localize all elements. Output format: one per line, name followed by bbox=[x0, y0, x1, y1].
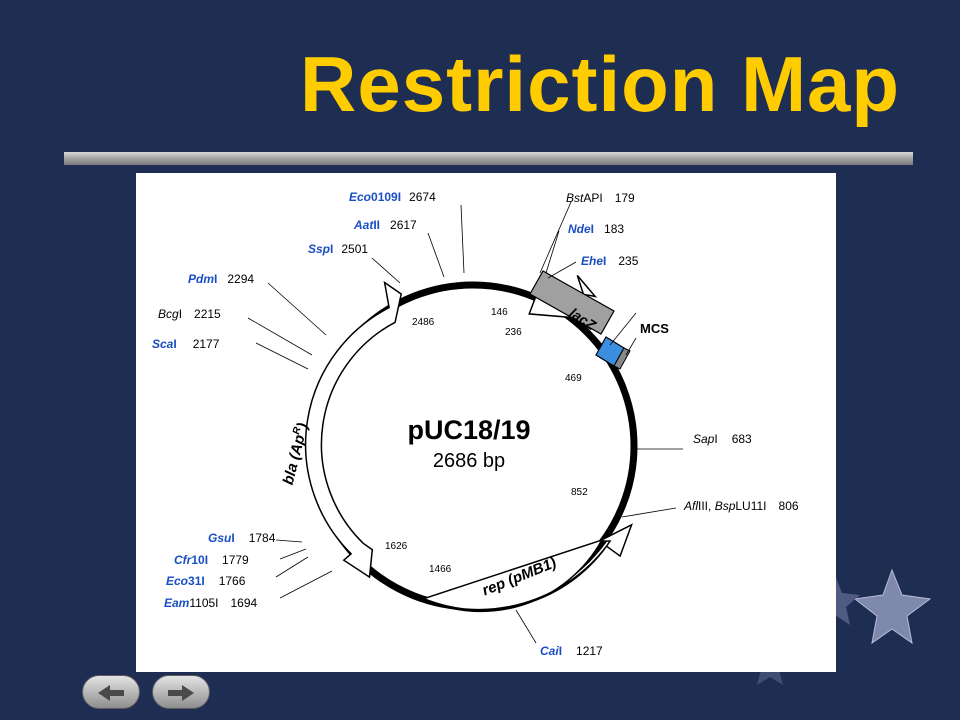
plasmid-map: bla (ApR) lacZ rep (pMB1) pUC18/19 2686 … bbox=[152, 190, 799, 658]
star-icon bbox=[853, 568, 932, 645]
coord-2486: 2486 bbox=[412, 317, 435, 328]
plasmid-name: pUC18/19 bbox=[407, 415, 530, 445]
coord-146: 146 bbox=[491, 307, 508, 318]
slide-title: Restriction Map bbox=[300, 40, 901, 128]
next-slide-button[interactable] bbox=[152, 675, 210, 709]
plasmid-size: 2686 bp bbox=[433, 450, 505, 472]
left-arrow-icon bbox=[98, 685, 124, 701]
lacz-region bbox=[529, 270, 615, 335]
restriction-map-panel: bla (ApR) lacZ rep (pMB1) pUC18/19 2686 … bbox=[136, 173, 836, 672]
coord-1626: 1626 bbox=[385, 541, 408, 552]
previous-slide-button[interactable] bbox=[82, 675, 140, 709]
coord-852: 852 bbox=[571, 487, 588, 498]
bla-gene-arrow bbox=[304, 280, 403, 579]
rep-gene-arrow bbox=[416, 523, 633, 613]
right-arrow-icon bbox=[168, 685, 194, 701]
title-rule bbox=[64, 152, 913, 165]
coord-236: 236 bbox=[505, 327, 522, 338]
coord-469: 469 bbox=[565, 373, 582, 384]
mcs-label: MCS bbox=[640, 321, 669, 336]
coord-1466: 1466 bbox=[429, 564, 452, 575]
